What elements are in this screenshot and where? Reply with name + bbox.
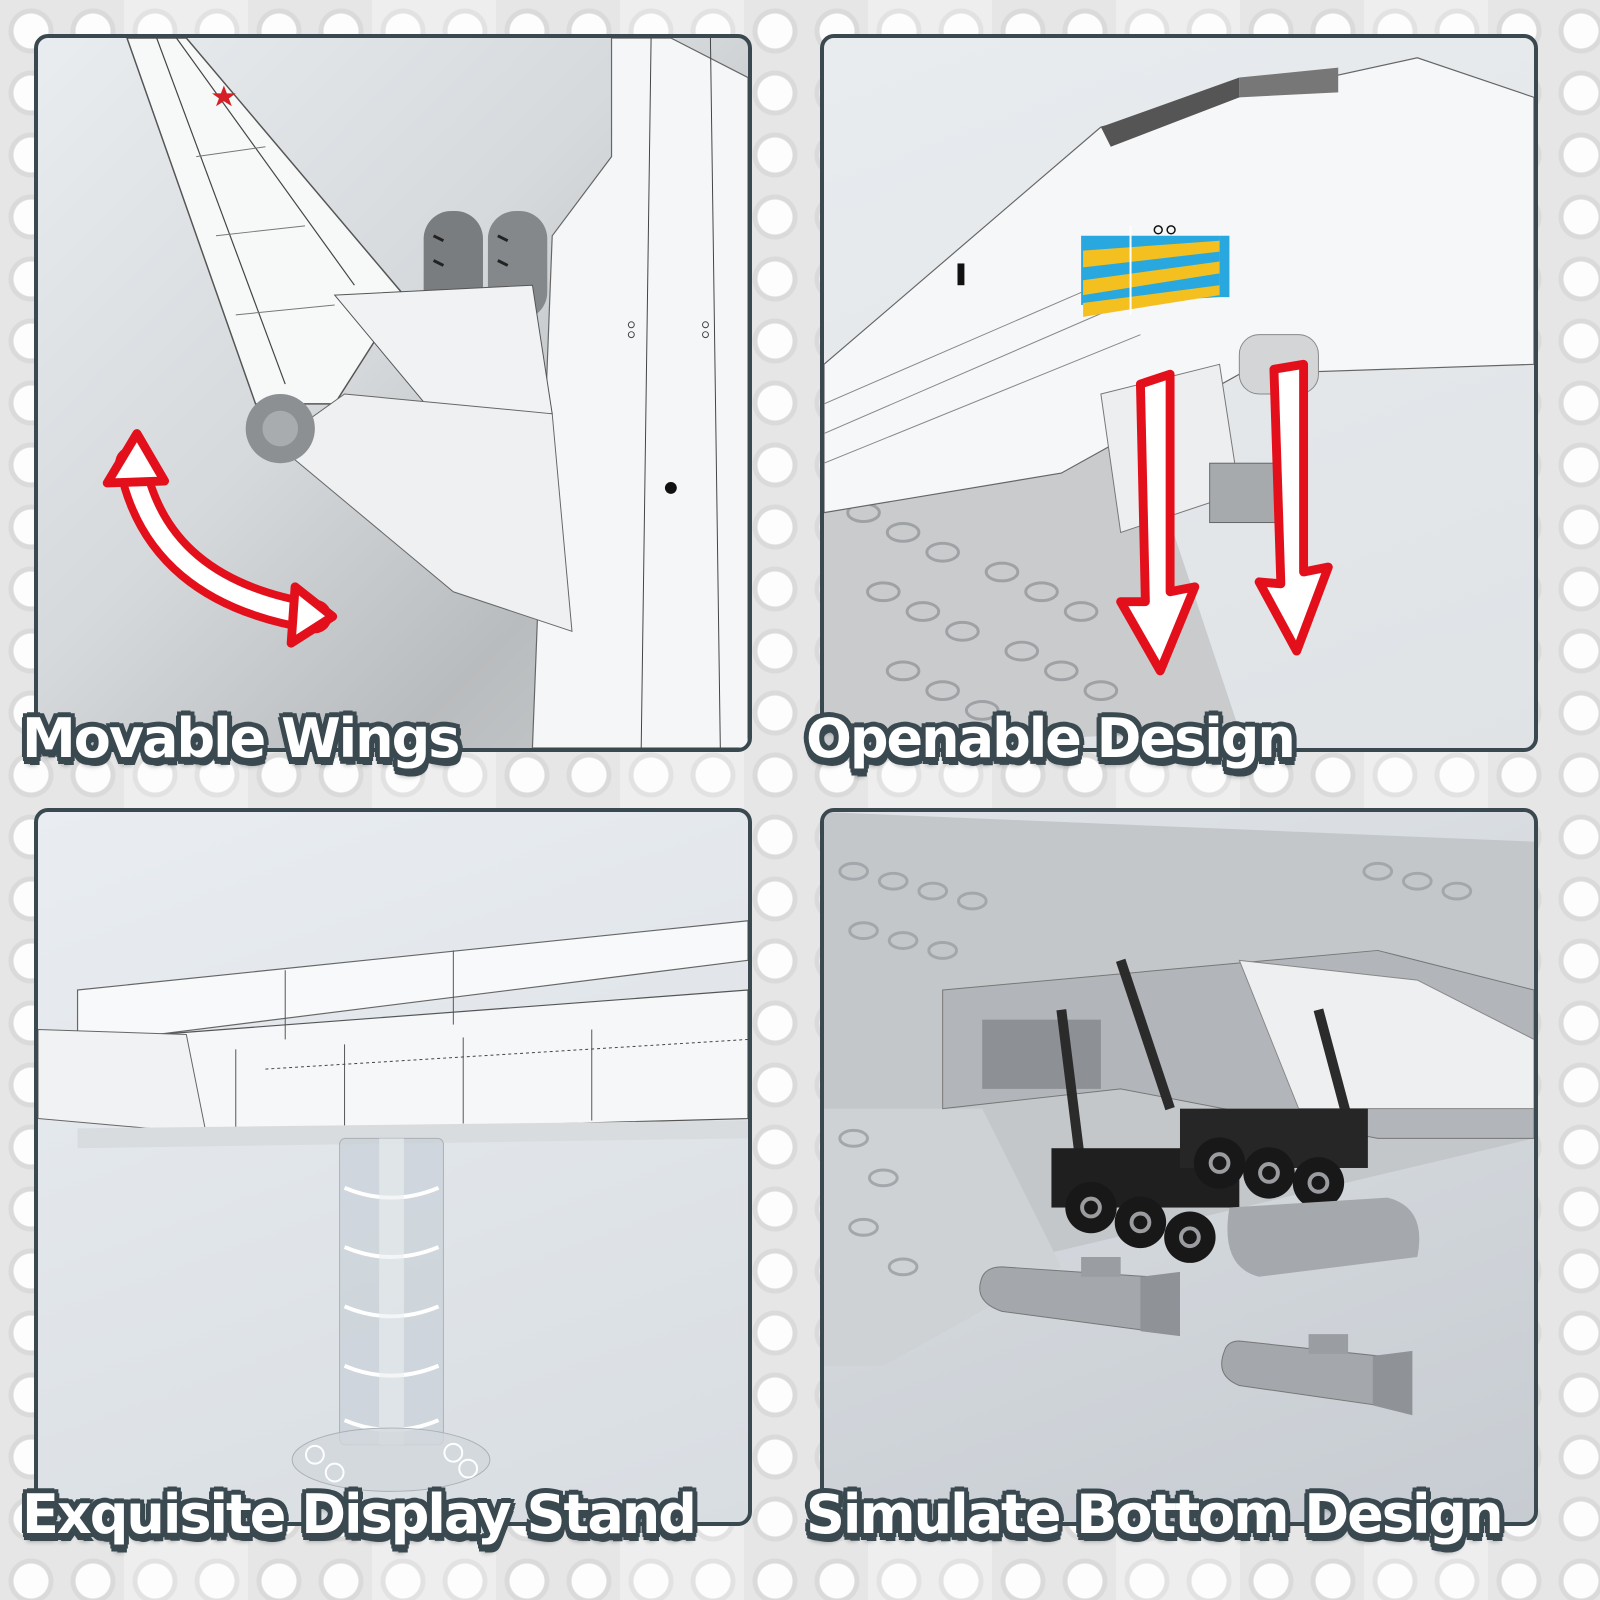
landing-gear-wheels [1051, 1108, 1368, 1263]
caption-movable-wings: Movable Wings [22, 707, 460, 770]
bomb-right [1221, 1334, 1413, 1416]
caption-bottom-design: Simulate Bottom Design [806, 1483, 1504, 1546]
aircraft-wing-illustration [102, 38, 748, 748]
double-headed-curved-arrow-icon [102, 429, 338, 648]
caption-openable-design: Openable Design [806, 707, 1296, 770]
livery-stripes [1081, 225, 1230, 317]
panel-bottom-design [820, 808, 1538, 1526]
bomb-left [979, 1256, 1180, 1337]
panel-display-stand [34, 808, 752, 1526]
caption-display-stand: Exquisite Display Stand [22, 1483, 697, 1546]
down-arrow-icon-right [1254, 359, 1333, 656]
underside-landing-gear-illustration [824, 812, 1534, 1416]
panel-openable-design [820, 34, 1538, 752]
red-star-icon [212, 85, 236, 107]
display-stand-illustration [38, 920, 748, 1492]
down-arrow-icon-left [1116, 369, 1200, 676]
panel-movable-wings [34, 34, 752, 752]
fuselage-bay-illustration [824, 57, 1534, 748]
